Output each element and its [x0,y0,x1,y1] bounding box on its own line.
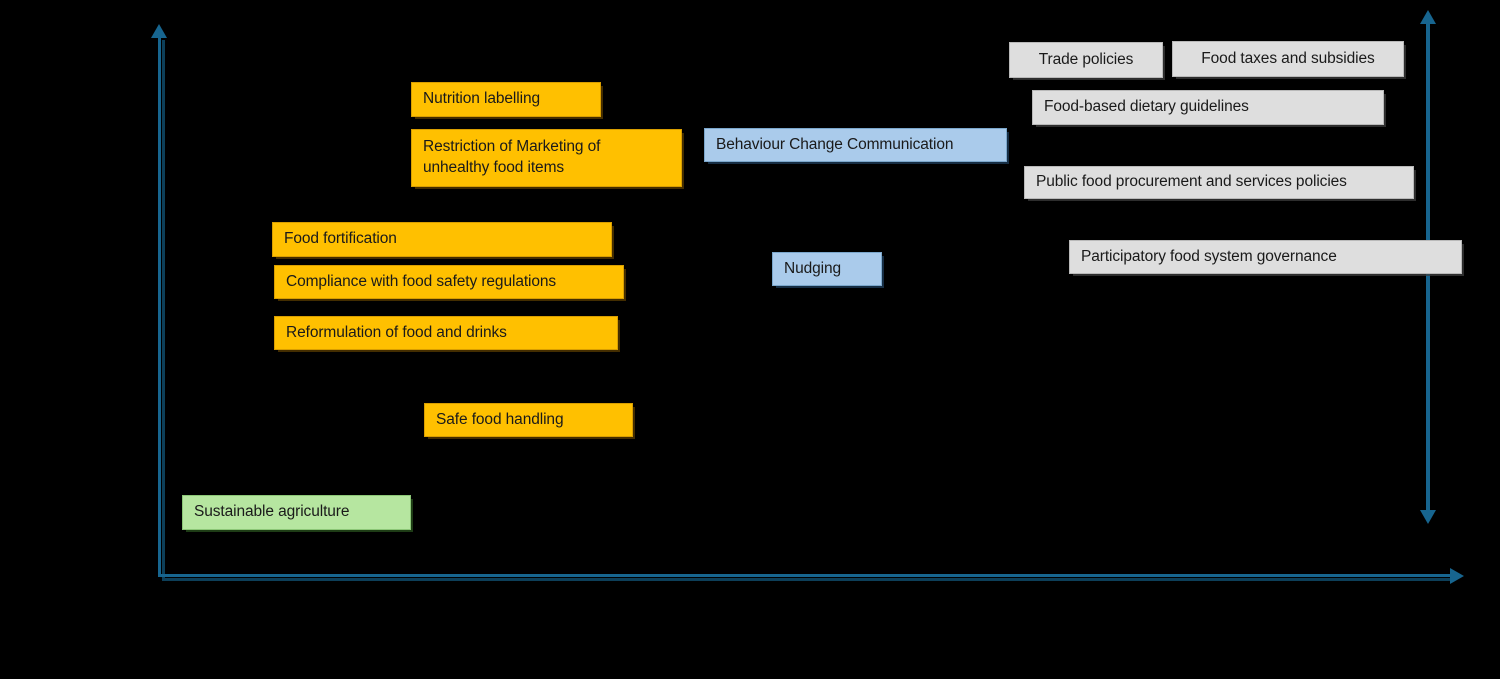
left-vertical-axis [158,36,161,576]
node-label: Participatory food system governance [1081,247,1337,265]
node-label: Safe food handling [436,410,564,428]
right-axis-arrow-down-icon [1420,510,1436,524]
node-restriction-of-marketing-of-unhealthy-food-items[interactable]: Restriction of Marketing of unhealthy fo… [411,129,682,187]
node-food-based-dietary-guidelines[interactable]: Food-based dietary guidelines [1032,90,1384,125]
node-food-taxes-and-subsidies[interactable]: Food taxes and subsidies [1172,41,1404,77]
node-reformulation-of-food-and-drinks[interactable]: Reformulation of food and drinks [274,316,618,350]
node-label: Food fortification [284,230,397,248]
left-axis-shadow [162,40,165,578]
node-label: Reformulation of food and drinks [286,323,507,341]
node-compliance-with-food-safety-regulations[interactable]: Compliance with food safety regulations [274,265,624,299]
node-label: Food taxes and subsidies [1201,49,1375,67]
node-nutrition-labelling[interactable]: Nutrition labelling [411,82,601,117]
node-label: Trade policies [1038,50,1134,68]
node-label: Food-based dietary guidelines [1044,98,1249,116]
bottom-horizontal-axis [158,574,1450,577]
node-label: Behaviour Change Communication [716,135,954,153]
node-safe-food-handling[interactable]: Safe food handling [424,403,633,437]
node-food-fortification[interactable]: Food fortification [272,222,612,257]
node-nudging[interactable]: Nudging [772,252,882,286]
node-public-food-procurement-and-services-policies[interactable]: Public food procurement and services pol… [1024,166,1414,199]
node-label: Sustainable agriculture [194,503,350,521]
node-label: Public food procurement and services pol… [1036,173,1347,191]
right-axis-arrow-up-icon [1420,10,1436,24]
node-label: Restriction of Marketing of unhealthy fo… [423,138,601,176]
bottom-axis-arrow-right-icon [1450,568,1464,584]
node-trade-policies[interactable]: Trade policies [1009,42,1163,78]
node-label: Compliance with food safety regulations [286,272,557,290]
bottom-axis-shadow [162,578,1450,581]
node-behaviour-change-communication[interactable]: Behaviour Change Communication [704,128,1007,162]
node-label: Nutrition labelling [423,90,540,108]
left-axis-arrow-up-icon [151,24,167,38]
node-sustainable-agriculture[interactable]: Sustainable agriculture [182,495,411,530]
node-participatory-food-system-governance[interactable]: Participatory food system governance [1069,240,1462,274]
node-label: Nudging [784,259,842,277]
